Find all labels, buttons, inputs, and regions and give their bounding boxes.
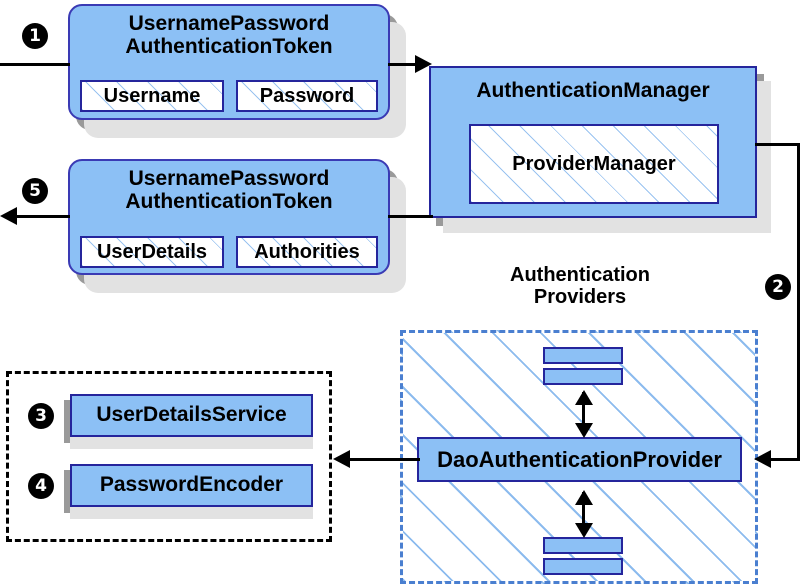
manager-to-provider-vertical-line: [797, 143, 800, 460]
provider-to-beans-arrowhead: [333, 450, 350, 468]
username-field-label: Username: [103, 84, 201, 107]
authentication-providers-heading: Authentication Providers: [470, 264, 690, 309]
provider-link-top-line: [582, 392, 585, 434]
providers-heading-line2: Providers: [533, 286, 627, 309]
provider-link-top-arrow-down: [575, 423, 593, 438]
provider-to-beans-line: [348, 458, 420, 461]
manager-right-exit-line: [755, 143, 800, 146]
request-token-title-line2: AuthenticationToken: [125, 34, 333, 58]
response-token-title-line1: UsernamePassword: [128, 167, 330, 190]
userdetailsservice-label: UserDetailsService: [96, 403, 287, 427]
other-provider-bar-top-1[interactable]: [543, 347, 623, 364]
other-provider-bar-top-2[interactable]: [543, 368, 623, 385]
authorities-field-box[interactable]: Authorities: [236, 236, 378, 268]
step-4-number: 4: [35, 475, 47, 496]
response-out-line: [16, 215, 70, 218]
provider-entry-arrowhead: [754, 450, 771, 468]
collaborator-beans-region: [6, 371, 332, 542]
password-field-label: Password: [259, 84, 355, 107]
userdetailsservice-box[interactable]: UserDetailsService: [70, 394, 313, 437]
userdetails-field-label: UserDetails: [96, 240, 208, 263]
providers-heading-line1: Authentication: [510, 264, 650, 286]
response-out-arrowhead: [0, 207, 17, 225]
authentication-manager-title: AuthenticationManager: [476, 79, 710, 102]
step-4-badge: 4: [28, 473, 54, 499]
userdetails-field-box[interactable]: UserDetails: [80, 236, 224, 268]
token-to-manager-line: [388, 63, 424, 66]
dao-authentication-provider-label: DaoAuthenticationProvider: [437, 446, 722, 472]
provider-link-bottom-arrow-up: [575, 490, 593, 505]
request-token-title: UsernamePassword AuthenticationToken: [125, 6, 332, 58]
step-1-badge: 1: [22, 23, 48, 49]
request-token-title-line1: UsernamePassword: [128, 12, 330, 35]
provider-entry-line: [762, 458, 800, 461]
step-2-number: 2: [772, 276, 784, 297]
step-3-badge: 3: [28, 403, 54, 429]
dao-authentication-provider-box[interactable]: DaoAuthenticationProvider: [417, 437, 742, 482]
provider-manager-box[interactable]: ProviderManager: [469, 124, 719, 204]
provider-link-bottom-line: [582, 492, 585, 534]
response-token-title: UsernamePassword AuthenticationToken: [125, 161, 332, 213]
step-3-number: 3: [35, 405, 47, 426]
response-token-title-line2: AuthenticationToken: [125, 189, 333, 213]
incoming-request-line: [0, 63, 70, 66]
passwordencoder-box[interactable]: PasswordEncoder: [70, 464, 313, 507]
other-provider-bar-bottom-2[interactable]: [543, 558, 623, 575]
passwordencoder-label: PasswordEncoder: [99, 473, 284, 497]
manager-to-response-token-line: [388, 215, 433, 218]
password-field-box[interactable]: Password: [236, 80, 378, 112]
provider-link-top-arrow-up: [575, 390, 593, 405]
other-provider-bar-bottom-1[interactable]: [543, 537, 623, 554]
username-field-box[interactable]: Username: [80, 80, 224, 112]
step-2-badge: 2: [765, 274, 791, 300]
provider-manager-label: ProviderManager: [512, 152, 676, 175]
token-to-manager-arrowhead: [415, 55, 432, 73]
step-5-number: 5: [29, 180, 41, 201]
authorities-field-label: Authorities: [254, 240, 360, 263]
step-5-badge: 5: [22, 178, 48, 204]
step-1-number: 1: [29, 25, 41, 46]
provider-link-bottom-arrow-down: [575, 523, 593, 538]
